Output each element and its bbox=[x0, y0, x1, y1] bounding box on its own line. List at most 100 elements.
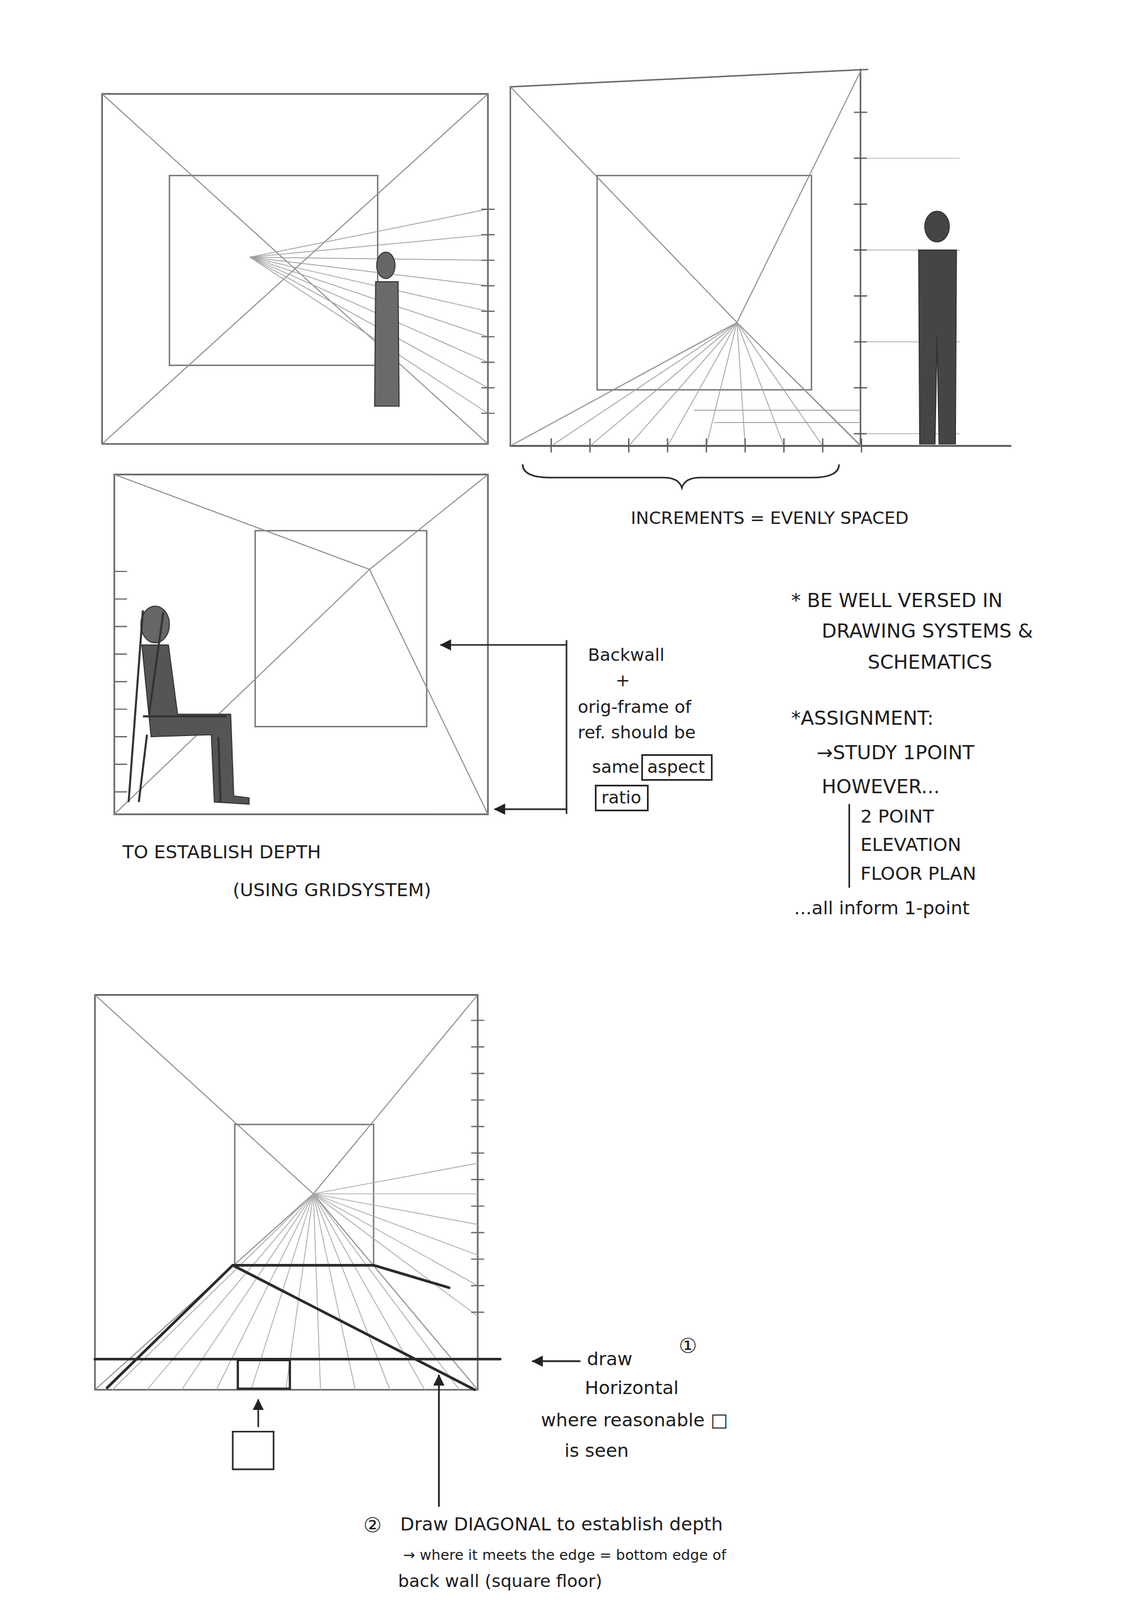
backwall-line bbox=[255, 726, 427, 728]
tick-mark bbox=[471, 1046, 484, 1048]
floor-edge bbox=[232, 1264, 374, 1268]
backwall-line bbox=[168, 175, 171, 366]
boxed-word: aspect bbox=[641, 754, 713, 782]
frame-line bbox=[113, 474, 116, 816]
ray-line bbox=[250, 257, 488, 338]
tick-mark bbox=[114, 736, 127, 738]
frame-line bbox=[487, 93, 490, 445]
pointer-arrow bbox=[438, 1375, 440, 1507]
tick-mark bbox=[471, 1311, 484, 1314]
tick-mark bbox=[481, 234, 495, 236]
reference-square bbox=[232, 1469, 274, 1472]
frame-line bbox=[510, 69, 868, 88]
backwall-line bbox=[234, 1124, 374, 1126]
frame-line bbox=[101, 93, 488, 96]
figures bbox=[128, 211, 957, 805]
tick-mark bbox=[114, 571, 127, 573]
box-text: ratio bbox=[601, 787, 642, 808]
ray-line bbox=[313, 1163, 478, 1195]
ray-line bbox=[313, 1193, 478, 1195]
backwall-line bbox=[597, 389, 812, 392]
floor-square bbox=[288, 1360, 291, 1389]
backwall-line bbox=[169, 364, 378, 367]
tick-mark bbox=[481, 336, 495, 338]
ray-line bbox=[313, 1194, 478, 1225]
ray-line bbox=[736, 322, 862, 447]
frame-line bbox=[859, 69, 862, 447]
pointer-arrow bbox=[495, 808, 567, 811]
ray-line bbox=[551, 322, 737, 447]
ray-line bbox=[313, 1194, 478, 1256]
tick-mark bbox=[705, 439, 707, 453]
bracket-line bbox=[848, 804, 851, 889]
ray-line bbox=[313, 1194, 478, 1317]
tick-mark bbox=[854, 387, 867, 389]
tick-mark bbox=[114, 764, 127, 766]
note-text: where reasonable □ bbox=[541, 1410, 728, 1432]
sketch-lines bbox=[95, 69, 1011, 1507]
floor-edge bbox=[106, 1265, 233, 1388]
tick-mark bbox=[481, 310, 495, 312]
person-head bbox=[140, 606, 170, 643]
backwall-line bbox=[372, 1124, 375, 1266]
floor-edge bbox=[373, 1265, 449, 1289]
backwall-line bbox=[597, 174, 812, 177]
note-text: DRAWING SYSTEMS & bbox=[821, 620, 1033, 643]
person-body bbox=[918, 250, 957, 445]
tick-mark bbox=[628, 439, 630, 453]
ray-line bbox=[667, 322, 737, 447]
tick-mark bbox=[114, 708, 127, 710]
note-text: draw bbox=[586, 1349, 633, 1371]
pointer-arrow bbox=[440, 644, 567, 646]
reference-square bbox=[232, 1431, 274, 1434]
ray-line bbox=[250, 257, 488, 261]
person-head bbox=[924, 211, 950, 242]
backwall-line bbox=[254, 530, 257, 727]
frame-line bbox=[101, 443, 488, 445]
ray-line bbox=[250, 257, 488, 414]
chair bbox=[128, 610, 227, 803]
note-text: ① bbox=[678, 1335, 697, 1359]
tick-mark bbox=[481, 412, 495, 414]
ray-line bbox=[628, 322, 737, 447]
tick-mark bbox=[481, 387, 495, 389]
brace bbox=[522, 464, 839, 488]
frame-line bbox=[93, 995, 96, 1391]
ray-line bbox=[250, 257, 488, 312]
tick-mark bbox=[860, 439, 863, 453]
diagonal-line bbox=[369, 569, 488, 815]
backwall-line bbox=[810, 175, 813, 390]
tick-mark bbox=[550, 439, 552, 453]
note-text: Draw DIAGONAL to establish depth bbox=[400, 1514, 723, 1536]
diagonal-line bbox=[114, 474, 370, 570]
note-text: FLOOR PLAN bbox=[860, 863, 976, 885]
tick-mark bbox=[471, 1206, 484, 1208]
ray-line bbox=[250, 209, 488, 258]
tick-mark bbox=[471, 1099, 484, 1101]
tick-mark bbox=[471, 1285, 484, 1287]
diagonal-line bbox=[313, 995, 478, 1195]
tick-mark bbox=[114, 598, 127, 600]
tick-mark bbox=[666, 439, 668, 453]
diagonal-line bbox=[510, 322, 737, 447]
note-text: →STUDY 1POINT bbox=[816, 742, 975, 765]
note-text: + bbox=[615, 670, 630, 691]
pointer-arrow bbox=[532, 1360, 580, 1363]
guide-line bbox=[866, 157, 960, 159]
note-text: *ASSIGNMENT: bbox=[791, 707, 934, 730]
note-text: same bbox=[592, 757, 640, 778]
tick-mark bbox=[854, 341, 867, 343]
ray-line bbox=[736, 322, 823, 447]
tick-mark bbox=[471, 1019, 484, 1022]
tick-mark bbox=[854, 295, 867, 297]
tick-mark bbox=[821, 439, 823, 453]
ray-line bbox=[250, 234, 488, 258]
ray-line bbox=[250, 257, 488, 389]
note-text: ELEVATION bbox=[860, 834, 962, 856]
tick-mark bbox=[854, 157, 867, 160]
diagonal-line bbox=[101, 93, 488, 445]
reference-square bbox=[232, 1431, 234, 1470]
tick-mark bbox=[114, 791, 127, 793]
box-text: aspect bbox=[647, 757, 706, 778]
